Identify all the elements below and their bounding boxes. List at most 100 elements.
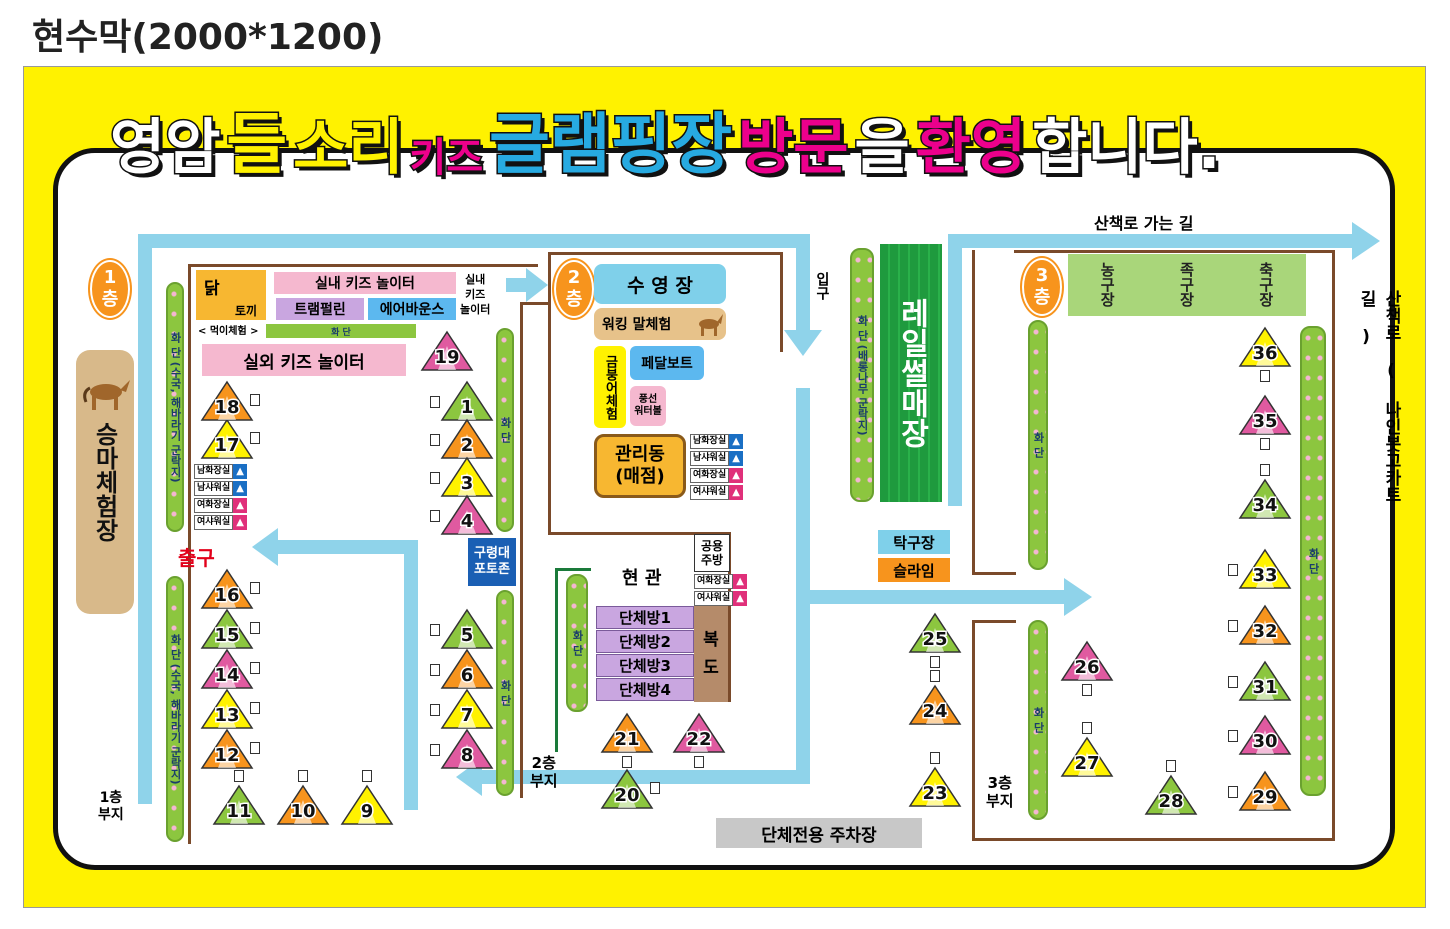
restroom-group-3: 여화장실▲여샤워실▲: [694, 574, 748, 606]
restroom-sign: 남화장실▲: [194, 464, 248, 479]
restroom-sign: 남샤워실▲: [690, 451, 744, 466]
tent-icon: 5: [440, 608, 494, 649]
tent-icon: 1: [440, 380, 494, 421]
floor3-boundary-left: [972, 250, 975, 575]
tent-icon: 27: [1060, 736, 1114, 777]
restroom-sign: 남샤워실▲: [194, 481, 248, 496]
person-icon: ▲: [233, 464, 248, 479]
path-arrow-left: [138, 234, 152, 804]
floor1-boundary-left: [188, 264, 191, 844]
floor3-boundary-right: [1332, 250, 1335, 840]
tent-number: 2: [461, 435, 474, 456]
floor3-site-label: 3층 부지: [986, 774, 1014, 810]
parking-spot-marker: [1228, 564, 1238, 576]
tent-icon: 33: [1238, 548, 1292, 589]
tent-site: 33: [1238, 548, 1292, 592]
parking-spot-marker: [250, 394, 260, 406]
banner-word: 을: [853, 113, 911, 183]
parking-spot-marker: [1082, 722, 1092, 734]
parking-spot-marker: [430, 434, 440, 446]
banner-word: 소리: [292, 113, 405, 183]
flowerbed-floor2: 화 단: [566, 574, 588, 712]
tent-number: 19: [434, 347, 459, 368]
tent-site: 7: [440, 688, 494, 732]
floor3-boundary-low-top: [972, 620, 1016, 623]
arrow-head-floor3: [1064, 578, 1092, 616]
tent-site: 22: [672, 712, 726, 756]
tent-icon: 19: [420, 330, 474, 371]
path-arrow-inner: [404, 540, 418, 810]
tent-icon: 17: [200, 418, 254, 459]
floor1-boundary-top: [188, 264, 538, 267]
tent-icon: 24: [908, 684, 962, 725]
tent-site: 19: [420, 330, 474, 374]
banner-word: 방문: [737, 113, 850, 183]
tent-site: 27: [1060, 736, 1114, 780]
sports-court: 농 구 장: [1100, 260, 1115, 309]
restroom-sign: 여화장실▲: [690, 468, 744, 483]
flowerbed-left-1: 화 단 (수국, 해바라기 군락지): [166, 282, 184, 532]
restroom-sign: 여화장실▲: [194, 498, 248, 513]
tent-site: 28: [1144, 774, 1198, 818]
walk-path-label: 산책로 가는 길: [1094, 214, 1194, 233]
tent-number: 29: [1252, 787, 1277, 808]
floor2-boundary-upper: [548, 252, 782, 255]
tent-number: 33: [1252, 565, 1277, 586]
tent-icon: 34: [1238, 478, 1292, 519]
restroom-label: 여화장실: [690, 468, 730, 483]
parking-spot-marker: [930, 670, 940, 682]
tent-site: 9: [340, 784, 394, 828]
floor2-site-label: 2층 부지: [530, 754, 558, 790]
flowerbed-floor3-1: 화 단: [1028, 320, 1048, 570]
tent-number: 24: [922, 701, 947, 722]
arrow-head-exit: [252, 528, 278, 566]
banner-word: 환영: [914, 113, 1027, 183]
rail-sled-area: 레일썰매장: [880, 244, 942, 502]
tent-icon: 28: [1144, 774, 1198, 815]
tent-number: 35: [1252, 411, 1277, 432]
path-arrow-entry: [796, 234, 810, 334]
restroom-sign: 여화장실▲: [694, 574, 748, 589]
tent-icon: 35: [1238, 394, 1292, 435]
tent-site: 17: [200, 418, 254, 462]
person-icon: ▲: [733, 574, 748, 589]
person-icon: ▲: [729, 451, 744, 466]
tent-number: 21: [614, 729, 639, 750]
restroom-label: 여화장실: [694, 574, 734, 589]
restroom-label: 여샤워실: [690, 485, 730, 500]
arrow-head-walk: [1352, 222, 1380, 260]
entry-label: 입구: [814, 272, 830, 300]
arrow-head-down: [784, 330, 822, 356]
tent-number: 1: [461, 397, 474, 418]
path-arrow-floor3: [810, 590, 1066, 604]
tent-number: 25: [922, 629, 947, 650]
tent-icon: 21: [600, 712, 654, 753]
parking-spot-marker: [430, 704, 440, 716]
horse-icon: [80, 372, 132, 412]
tent-number: 13: [214, 705, 239, 726]
balloon-water-ball: 풍선 워터볼: [630, 386, 666, 426]
tent-site: 31: [1238, 660, 1292, 704]
tent-site: 18: [200, 380, 254, 424]
tent-site: 15: [200, 608, 254, 652]
parking-spot-marker: [430, 472, 440, 484]
parking-spot-marker: [650, 782, 660, 794]
tent-number: 15: [214, 625, 239, 646]
tent-number: 6: [461, 665, 474, 686]
floor2-green-line-top: [555, 568, 591, 571]
tent-number: 32: [1252, 621, 1277, 642]
outdoor-kids-zone: 실외 키즈 놀이터: [202, 344, 406, 376]
tent-number: 12: [214, 745, 239, 766]
restroom-sign: 여샤워실▲: [194, 515, 248, 530]
tent-number: 34: [1252, 495, 1277, 516]
tent-number: 31: [1252, 677, 1277, 698]
flowerbed-mid-1: 화 단: [496, 328, 514, 532]
floor2-boundary-right: [780, 252, 783, 352]
restroom-sign: 남화장실▲: [690, 434, 744, 449]
tent-number: 28: [1158, 791, 1183, 812]
tent-icon: 26: [1060, 640, 1114, 681]
header-label: 현수막(2000*1200): [32, 17, 384, 58]
